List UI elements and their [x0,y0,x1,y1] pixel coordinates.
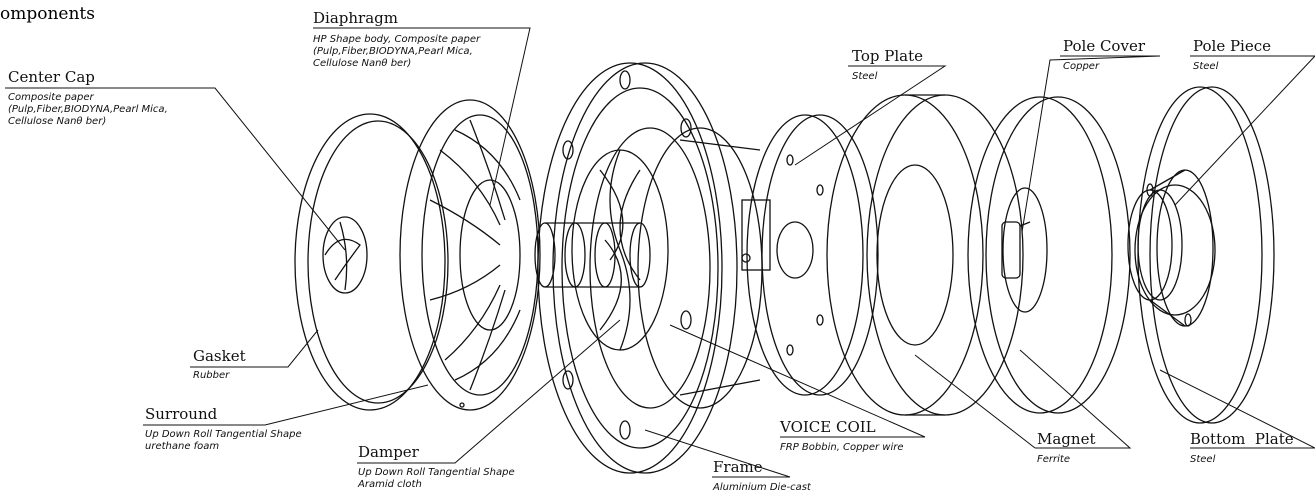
pole-cover-title: Pole Cover [1063,37,1145,55]
voice-coil-title: VOICE COIL [780,418,876,436]
leader-lines [5,27,1315,478]
frame-desc: Aluminium Die-cast [713,482,811,493]
diaphragm-title: Diaphragm [313,9,398,27]
diaphragm-desc-2: (Pulp,Fiber,BIODYNA,Pearl Mica, [313,46,473,57]
pole-piece-title: Pole Piece [1193,37,1272,55]
gasket-desc: Rubber [193,370,230,381]
center-cap-title: Center Cap [8,68,95,86]
label-magnet: Magnet Ferrite [1037,431,1095,466]
pole-cover-desc: Copper [1063,61,1100,72]
voice-coil-drawing [534,222,651,288]
pole-piece-drawing [1127,169,1214,327]
label-gasket: Gasket Rubber [193,348,246,382]
center-cap-desc-3: Cellulose Nanθ ber) [8,116,107,127]
label-bottom-plate: Bottom Plate Steel [1190,431,1294,466]
diaphragm-drawing [399,99,541,411]
pole-cover-drawing [967,96,1131,414]
bottom-plate-drawing [1134,86,1275,424]
label-frame: Frame Aluminium Die-cast [713,459,811,494]
top-plate-drawing [746,114,879,396]
label-top-plate: Top Plate Steel [852,48,923,83]
gasket-title: Gasket [193,347,246,365]
label-center-cap-desc: Composite paper (Pulp,Fiber,BIODYNA,Pear… [8,92,168,128]
surround-desc-1: Up Down Roll Tangential Shape [145,429,302,440]
label-surround: Surround Up Down Roll Tangential Shape u… [145,406,302,453]
damper-title: Damper [358,443,419,461]
magnet-title: Magnet [1037,430,1096,448]
page-heading: omponents [0,4,95,24]
label-pole-piece: Pole Piece Steel [1193,38,1271,73]
label-diaphragm: Diaphragm [313,10,398,27]
diaphragm-desc-1: HP Shape body, Composite paper [313,34,481,45]
frame-drawing [537,62,771,474]
center-cap-desc-1: Composite paper [8,92,94,103]
damper-drawing [571,149,669,351]
surround-desc-2: urethane foam [145,441,220,452]
label-voice-coil: VOICE COIL FRP Bobbin, Copper wire [780,419,904,454]
frame-title: Frame [713,458,763,476]
center-cap-drawing [322,216,368,294]
label-pole-cover: Pole Cover Copper [1063,38,1145,73]
center-cap-desc-2: (Pulp,Fiber,BIODYNA,Pearl Mica, [8,104,168,115]
magnet-drawing [826,94,1024,416]
pole-piece-desc: Steel [1193,61,1219,72]
label-diaphragm-desc: HP Shape body, Composite paper (Pulp,Fib… [313,34,480,70]
diaphragm-desc-3: Cellulose Nanθ ber) [313,58,412,69]
top-plate-desc: Steel [852,71,878,82]
label-center-cap: Center Cap [8,69,95,86]
bottom-plate-title: Bottom Plate [1190,430,1294,448]
voice-coil-desc: FRP Bobbin, Copper wire [780,442,904,453]
damper-desc-2: Aramid cloth [358,479,422,490]
top-plate-title: Top Plate [852,47,923,65]
damper-desc-1: Up Down Roll Tangential Shape [358,467,515,478]
gasket-drawing [294,113,449,411]
surround-title: Surround [145,405,218,423]
label-damper: Damper Up Down Roll Tangential Shape Ara… [358,444,515,491]
bottom-plate-desc: Steel [1190,454,1216,465]
magnet-desc: Ferrite [1037,454,1070,465]
